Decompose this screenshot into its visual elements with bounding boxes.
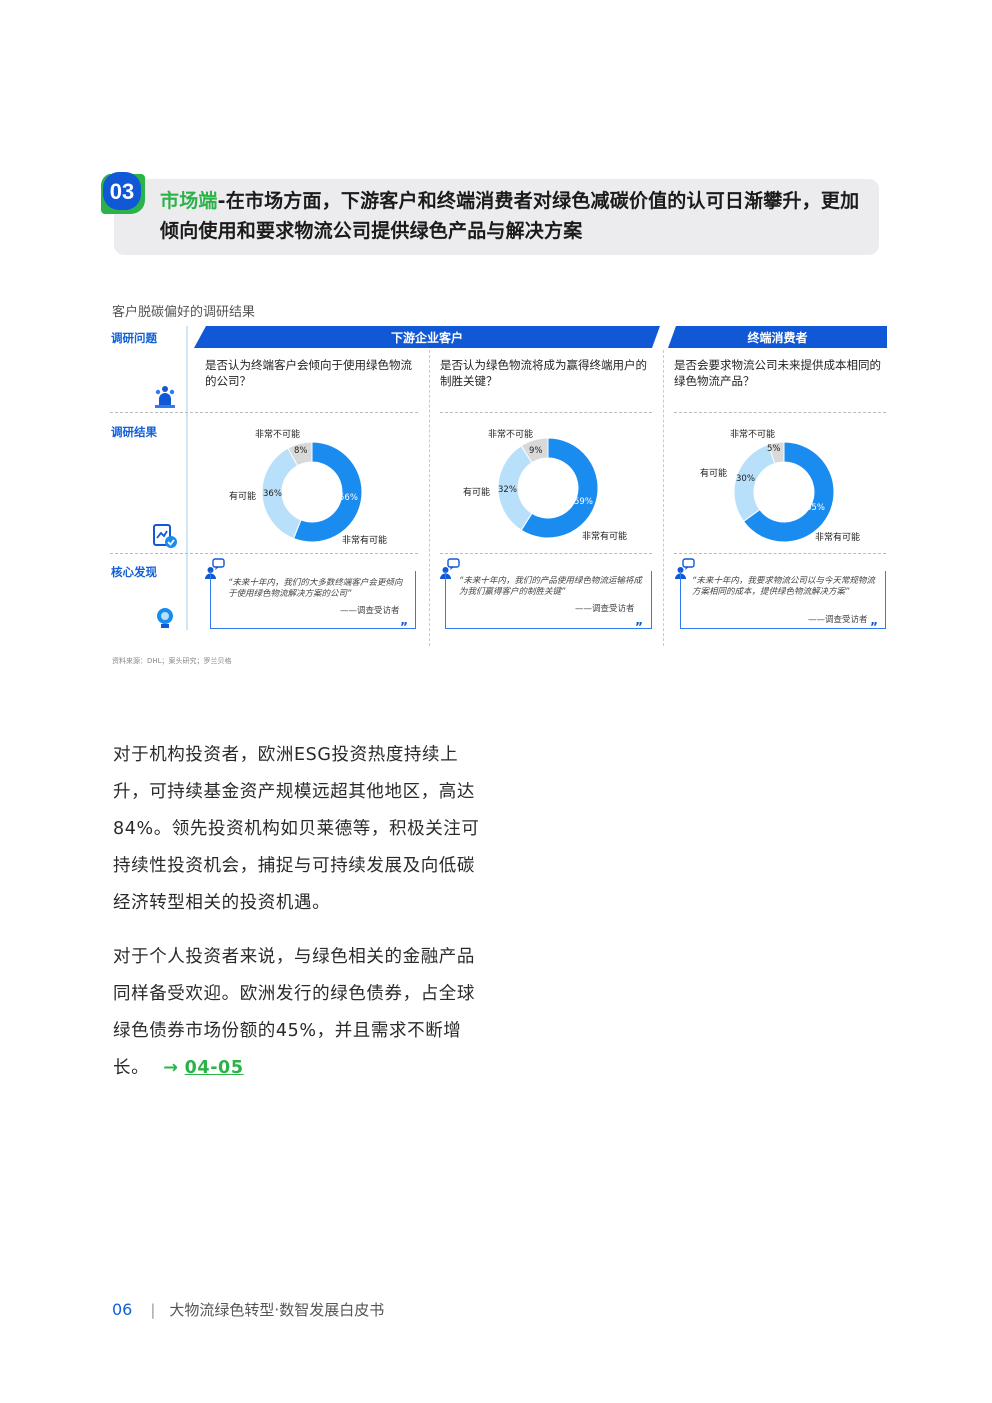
speech-bubble-icon [682,558,695,570]
pct-possible-3: 30% [736,474,755,484]
pct-possible-2: 32% [498,485,517,495]
label-unlikely-1: 非常不可能 [255,430,301,440]
column-divider [663,350,664,646]
brain-insight-icon [157,608,173,628]
body-paragraph-2-text: 对于个人投资者来说，与绿色相关的金融产品同样备受欢迎。欧洲发行的绿色债券，占全球… [113,947,475,1078]
donut-chart-1 [261,441,363,543]
label-possible-2: 有可能 [463,488,491,498]
donut-slice-unlikely [287,441,313,467]
row-label-question: 调研问题 [111,331,157,345]
quote-box-2 [445,571,652,629]
close-quote-icon: ” [635,620,643,634]
quote-source-1: ——调查受访者 [340,606,400,616]
body-paragraph-1: 对于机构投资者，欧洲ESG投资热度持续上升，可持续基金资产规模远超其他地区，高达… [113,745,480,913]
quote-3: “未来十年内，我要求物流公司以与今天常规物流方案相同的成本，提供绿色物流解决方案… [692,576,875,597]
speech-bubble-icon [212,558,225,570]
donut-slice-very [292,441,363,543]
label-possible-1: 有可能 [229,492,257,502]
row-divider [440,412,652,413]
group-header-consumer: 终端消费者 [668,326,887,348]
label-unlikely-2: 非常不可能 [488,430,534,440]
pct-unlikely-3: 5% [767,444,781,454]
quote-box-3 [680,571,886,629]
row-label-finding: 核心发现 [111,565,157,579]
quote-1: “未来十年内，我们的大多数终端客户会更倾向于使用绿色物流解决方案的公司” [228,578,403,599]
row-divider [110,553,418,554]
quote-source-3: ——调查受访者 [808,615,868,625]
report-check-icon [153,524,177,548]
pct-unlikely-1: 8% [294,446,308,456]
close-quote-icon: ” [870,620,878,634]
donut-slice-very [520,437,599,539]
column-divider [429,350,430,646]
page-reference-link[interactable]: 04-05 [184,1058,244,1078]
infographic-title: 客户脱碳偏好的调研结果 [112,305,256,320]
donut-slice-possible [261,447,302,540]
donut-slice-unlikely [520,437,549,464]
footer-title: 大物流绿色转型·数智发展白皮书 [169,1301,385,1319]
label-possible-3: 有可能 [700,469,728,479]
page-number: 06 [112,1300,133,1319]
pct-very-1: 56% [339,493,358,503]
section-title-highlight: 市场端 [160,190,218,212]
section-number-badge: 03 [101,170,145,214]
pct-very-2: 59% [574,497,593,507]
row-label-result: 调研结果 [111,425,157,439]
donut-slice-unlikely [767,441,785,465]
group-header-downstream: 下游企业客户 [194,326,660,348]
arrow-right-icon: → [163,1058,179,1078]
page-footer: 06 | 大物流绿色转型·数智发展白皮书 [112,1299,384,1320]
section-title: 市场端-在市场方面，下游客户和终端消费者对绿色减碳价值的认可日渐攀升，更加倾向使… [160,186,870,246]
row-divider [674,412,886,413]
speech-bubble-icon [447,558,460,570]
quote-source-2: ——调查受访者 [575,604,635,614]
quote-2: “未来十年内，我们的产品使用绿色物流运输将成为我们赢得客户的制胜关键” [459,576,642,597]
footer-separator: | [150,1300,156,1319]
pct-possible-1: 36% [263,489,282,499]
source-note: 资料来源：DHL；案头研究；罗兰贝格 [112,657,232,665]
label-very-1: 非常有可能 [342,536,388,546]
label-very-3: 非常有可能 [815,533,861,543]
section-number: 03 [110,179,134,204]
row-label-divider [186,326,188,630]
quote-box-1 [210,571,416,629]
section-title-text: -在市场方面，下游客户和终端消费者对绿色减碳价值的认可日渐攀升，更加倾向使用和要… [160,190,860,242]
question-1: 是否认为终端客户会倾向于使用绿色物流的公司？ [205,358,412,388]
close-quote-icon: ” [400,620,408,634]
body-paragraph-2: 对于个人投资者来说，与绿色相关的金融产品同样备受欢迎。欧洲发行的绿色债券，占全球… [113,939,483,1087]
survey-people-icon [155,386,175,408]
section-header-background [114,179,879,255]
row-divider [440,553,652,554]
donut-chart-3 [733,441,835,543]
question-2: 是否认为绿色物流将成为赢得终端用户的制胜关键？ [440,358,647,388]
row-divider [674,553,886,554]
label-very-2: 非常有可能 [582,532,628,542]
row-divider [110,412,418,413]
pct-very-3: 65% [806,503,825,513]
label-unlikely-3: 非常不可能 [730,430,776,440]
donut-chart-2 [497,437,599,539]
question-3: 是否会要求物流公司未来提供成本相同的绿色物流产品？ [674,358,881,388]
pct-unlikely-2: 9% [529,446,543,456]
donut-slice-very [742,441,835,543]
